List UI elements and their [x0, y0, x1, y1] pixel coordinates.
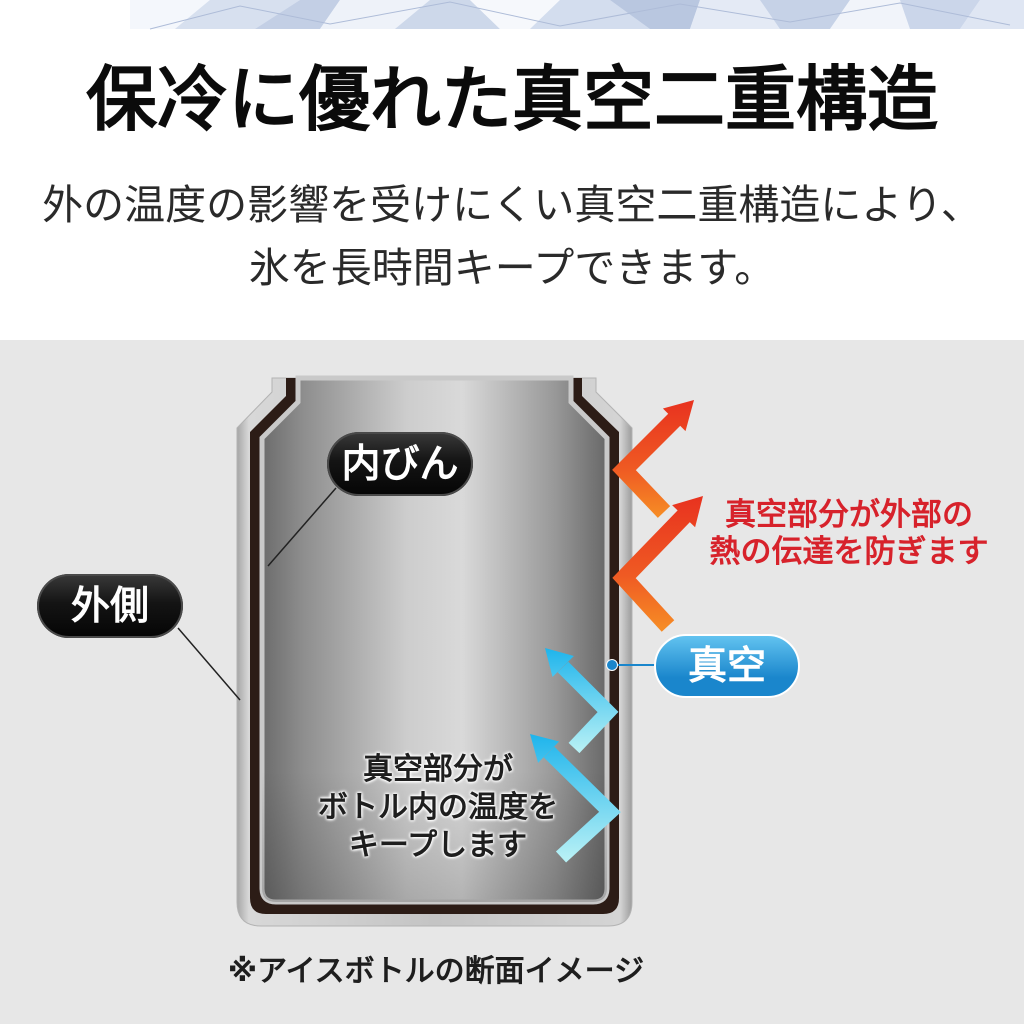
description-line-1: 外の温度の影響を受けにくい真空二重構造により、 — [42, 181, 982, 229]
page-title: 保冷に優れた真空二重構造 — [85, 58, 938, 141]
leader-line-inner-bottle — [267, 487, 337, 567]
heat-arrow-icon-2 — [612, 496, 703, 632]
temperature-keep-note-line-1: 真空部分が — [363, 752, 513, 787]
cold-arrow-icon-1 — [545, 648, 619, 754]
label-outer-wall-text: 外側 — [70, 583, 149, 629]
ice-pattern-decoration — [130, 0, 1024, 30]
temperature-keep-note-line-2: ボトル内の温度を — [318, 790, 558, 825]
label-vacuum-text: 真空 — [687, 643, 766, 689]
label-outer-wall: 外側 — [37, 574, 183, 638]
description-line-2: 氷を長時間キープできます。 — [248, 244, 776, 292]
heat-block-note-line-1: 真空部分が外部の — [725, 497, 973, 533]
temperature-keep-note: 真空部分が ボトル内の温度を キープします — [288, 751, 588, 865]
heat-block-note-line-2: 熱の伝達を防ぎます — [709, 534, 989, 570]
label-inner-bottle: 内びん — [327, 432, 473, 496]
heat-block-note: 真空部分が外部の 熱の伝達を防ぎます — [699, 497, 999, 571]
temperature-keep-note-line-3: キープします — [348, 828, 528, 863]
label-vacuum: 真空 — [654, 634, 800, 698]
cold-arrow-icon-2 — [530, 734, 621, 863]
leader-line-outer-wall — [177, 627, 241, 701]
vacuum-pointer-dot — [606, 659, 618, 671]
diagram-caption: ※アイスボトルの断面イメージ — [227, 954, 645, 989]
inner-bottle-shade — [262, 378, 607, 902]
label-inner-bottle-text: 内びん — [341, 441, 459, 487]
heat-arrow-icon-1 — [612, 400, 694, 518]
